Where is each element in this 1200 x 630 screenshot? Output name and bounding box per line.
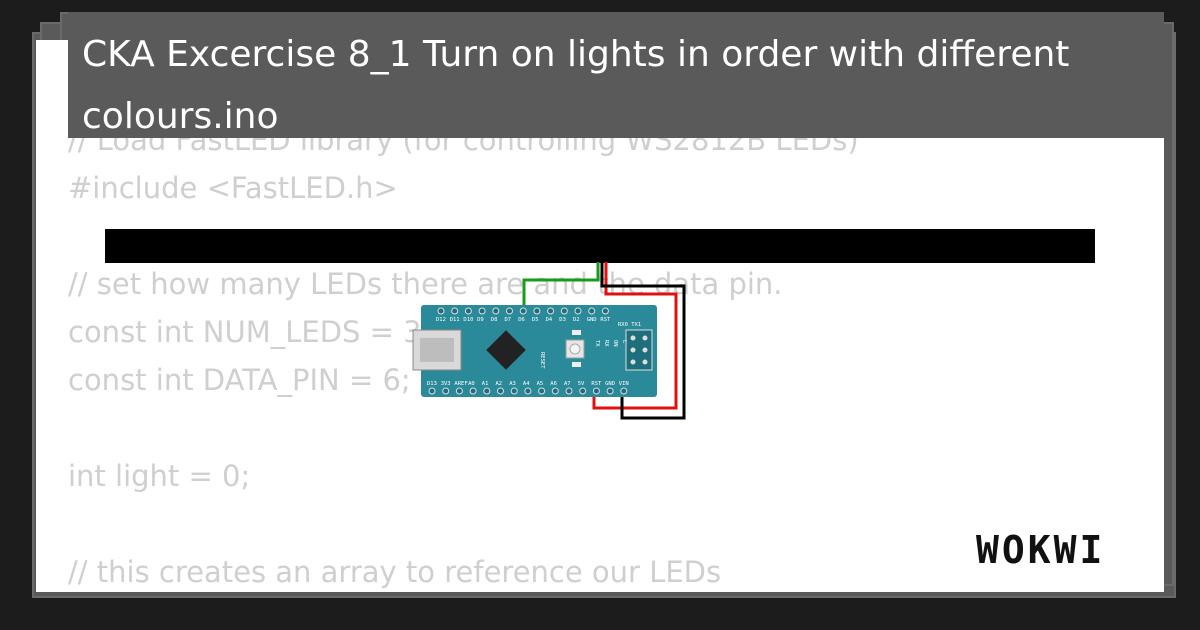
code-line: #include <FastLED.h> — [68, 171, 398, 205]
pin-label: D2 — [573, 317, 580, 323]
pin-label: A5 — [537, 381, 544, 387]
pin — [560, 307, 568, 315]
pin-label: A6 — [550, 381, 557, 387]
pin — [579, 387, 587, 395]
pin-label: A4 — [523, 381, 530, 387]
pin — [506, 307, 513, 315]
pin-label: A7 — [564, 381, 571, 387]
arduino-nano-board — [421, 305, 657, 397]
pin — [538, 387, 546, 395]
pin-label: VIN — [619, 381, 629, 387]
pin — [469, 387, 477, 395]
pin — [428, 387, 436, 395]
pin-label: D8 — [491, 317, 498, 323]
pin-label: D4 — [546, 317, 553, 323]
project-title: CKA Excercise 8_1 Turn on lights in orde… — [68, 12, 1164, 138]
pin-label: D6 — [518, 317, 525, 323]
code-line — [68, 500, 859, 548]
pin-label: D7 — [505, 317, 512, 323]
pin-label: AREF — [454, 381, 467, 387]
pin — [464, 307, 472, 315]
pin-label: D5 — [532, 317, 539, 323]
pin-label: D13 — [427, 381, 437, 387]
pin — [601, 307, 609, 315]
pin — [437, 307, 445, 315]
pin — [524, 387, 532, 395]
green-wire — [522, 262, 600, 312]
pin-label: A1 — [482, 381, 489, 387]
pin — [620, 387, 628, 395]
pin-label: GND — [605, 381, 615, 387]
pin-label: D10 — [463, 317, 473, 323]
pin-label: D9 — [477, 317, 484, 323]
pin-label: A0 — [468, 381, 475, 387]
code-line: // this creates an array to reference ou… — [68, 555, 722, 589]
pin-label: A3 — [509, 381, 516, 387]
pin-label: RST — [591, 381, 602, 387]
pin — [606, 387, 614, 395]
pin — [442, 387, 450, 395]
svg-text:RX0 TX1: RX0 TX1 — [618, 322, 641, 328]
code-line: const int NUM_LEDS = 3; — [68, 315, 432, 349]
led-label: TX — [594, 340, 600, 347]
pin — [451, 307, 459, 315]
icsp-header — [625, 329, 653, 371]
pin — [497, 387, 504, 395]
pin — [519, 307, 527, 315]
code-line: int light = 0; — [68, 459, 251, 493]
pin — [592, 387, 600, 395]
pin — [483, 387, 491, 395]
top-pin-row — [437, 307, 609, 315]
pin-label: GND — [587, 317, 597, 323]
bottom-pin-row — [428, 387, 628, 395]
pin-label: D11 — [450, 317, 460, 323]
microcontroller-chip — [486, 330, 526, 370]
svg-text:RESET: RESET — [539, 352, 545, 369]
pin — [565, 387, 573, 395]
code-line: const int DATA_PIN = 6; — [68, 363, 411, 397]
pin-label: 3V3 — [441, 381, 451, 387]
pin — [574, 307, 582, 315]
led-label: ON — [612, 340, 618, 347]
led-label: RX — [603, 340, 609, 347]
pin-label: D3 — [559, 317, 566, 323]
pin-label: 5V — [578, 381, 585, 387]
pin — [533, 307, 541, 315]
red-wire — [592, 262, 678, 410]
led-label: L — [621, 340, 627, 344]
pin — [492, 307, 500, 315]
pin — [510, 387, 518, 395]
pin-label: D12 — [436, 317, 446, 323]
pin — [547, 307, 555, 315]
black-wire — [600, 262, 686, 420]
led-strip — [105, 229, 1095, 263]
pin — [551, 387, 559, 395]
pin-label: RST — [600, 317, 611, 323]
pin — [588, 307, 596, 315]
pin — [478, 307, 486, 315]
pin — [455, 387, 463, 395]
wokwi-logo: WOKWI — [976, 528, 1106, 572]
pin-label: A2 — [496, 381, 503, 387]
